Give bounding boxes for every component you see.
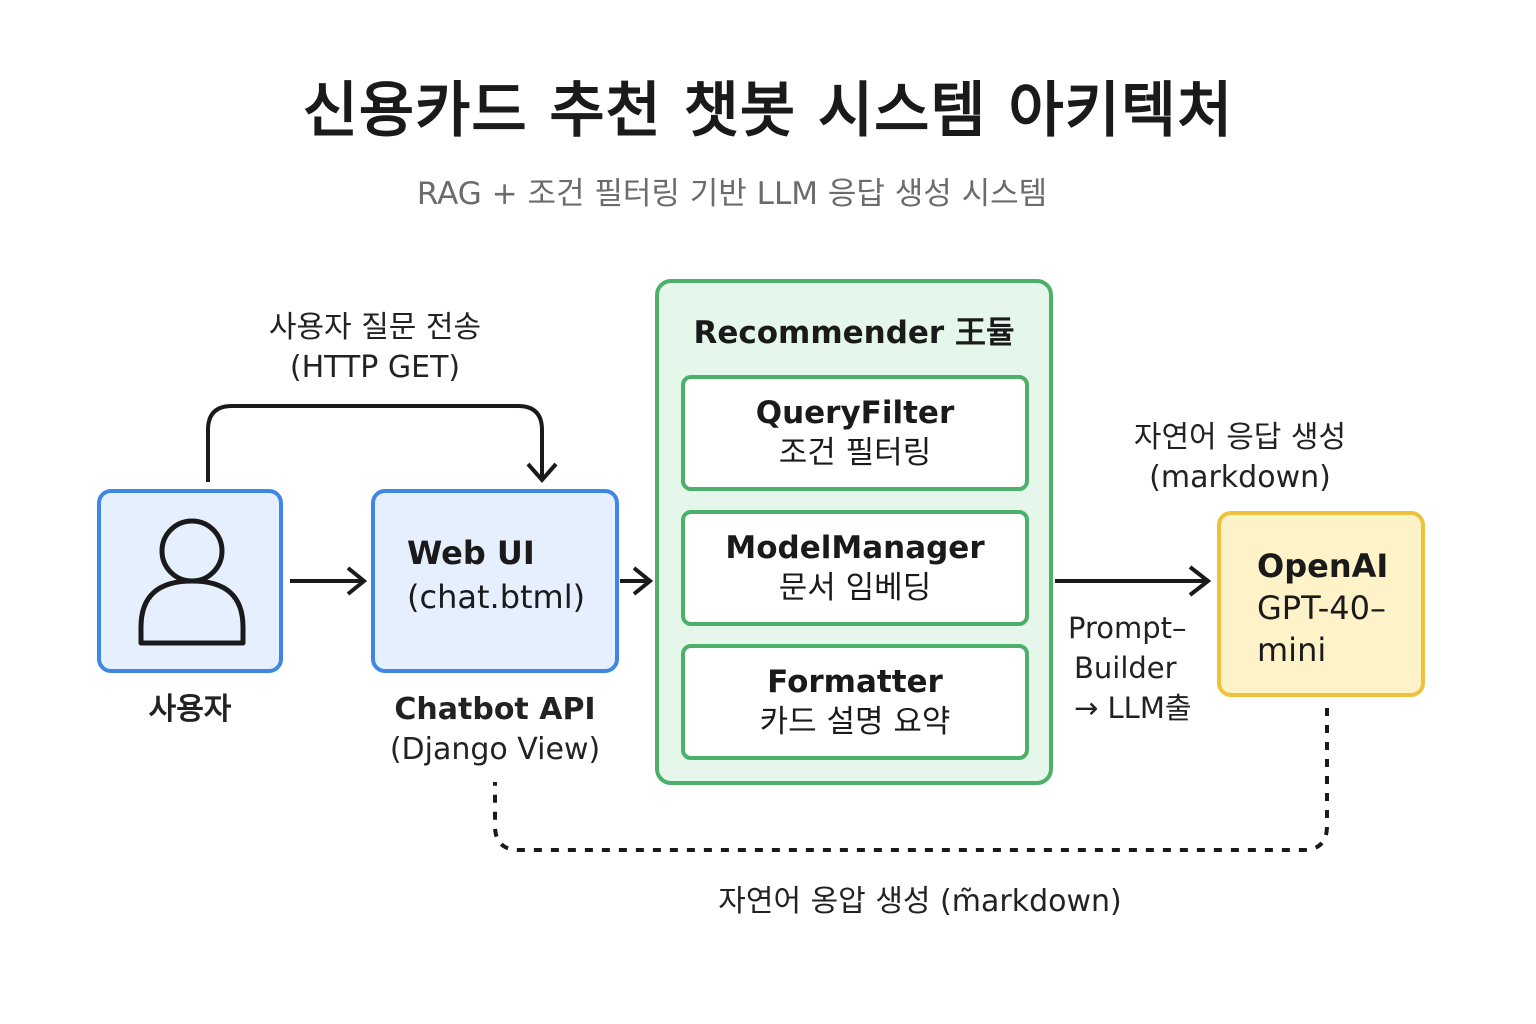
webui-file: (chat.btml) — [407, 578, 586, 616]
openai-title: OpenAI — [1257, 547, 1389, 585]
module-formatter-desc: 카드 설명 요약 — [759, 704, 951, 740]
openai-node: OpenAI GPT-40– mini — [1217, 511, 1425, 697]
module-formatter-name: Formatter — [767, 664, 943, 700]
prompt-builder-line3: → LLM출 — [1074, 691, 1192, 725]
top-arrow-label-line2: (HTTP GET) — [289, 350, 461, 385]
diagram-subtitle: RAG + 조건 필터링 기반 LLM 응답 생성 시스템 — [416, 176, 1048, 212]
response-generation-line1: 자연어 응답 생성 — [1133, 420, 1347, 455]
user-label: 사용자 — [148, 692, 232, 727]
module-modelmanager: ModelManager 문서 임베딩 — [681, 510, 1029, 626]
module-formatter: Formatter 카드 설명 요약 — [681, 644, 1029, 760]
arrow-user-to-webui-top-head — [526, 462, 558, 484]
arrow-user-to-webui-top — [206, 404, 544, 482]
top-arrow-label: 사용자 질문 전송 (HTTP GET) — [200, 308, 550, 388]
openai-model-line2: mini — [1257, 631, 1327, 669]
module-queryfilter-desc: 조건 필터링 — [778, 435, 932, 471]
webui-node: Web UI (chat.btml) — [371, 489, 619, 673]
module-modelmanager-desc: 문서 임베딩 — [778, 570, 932, 606]
response-generation-line2: (markdown) — [1149, 460, 1331, 495]
recommender-title: Recommender 王듈 — [693, 315, 1015, 351]
user-node — [97, 489, 283, 673]
openai-model-line1: GPT-40– — [1257, 589, 1386, 627]
webui-title: Web UI — [407, 534, 535, 572]
dashed-return-path — [493, 708, 1329, 852]
module-queryfilter-name: QueryFilter — [755, 395, 955, 431]
chatbot-api-label: Chatbot API (Django View) — [345, 690, 645, 770]
prompt-builder-line2: Builder — [1074, 651, 1177, 685]
chatbot-api-desc: (Django View) — [389, 732, 601, 767]
top-arrow-label-line1: 사용자 질문 전송 — [268, 310, 482, 345]
diagram-title: 신용카드 추천 챗봇 시스템 아키텍처 — [302, 76, 1234, 146]
prompt-builder-label: Prompt– Builder → LLM출 — [1068, 608, 1218, 728]
response-generation-label: 자연어 응답 생성 (markdown) — [1090, 418, 1390, 498]
bottom-return-label: 자연어 옹압 생성 (m̃arkdown) — [718, 884, 1122, 919]
user-icon — [138, 518, 246, 646]
prompt-builder-line1: Prompt– — [1068, 611, 1187, 645]
module-queryfilter: QueryFilter 조건 필터링 — [681, 375, 1029, 491]
recommender-panel: Recommender 王듈 QueryFilter 조건 필터링 ModelM… — [655, 279, 1053, 785]
module-modelmanager-name: ModelManager — [725, 530, 985, 566]
chatbot-api-title: Chatbot API — [394, 692, 596, 727]
